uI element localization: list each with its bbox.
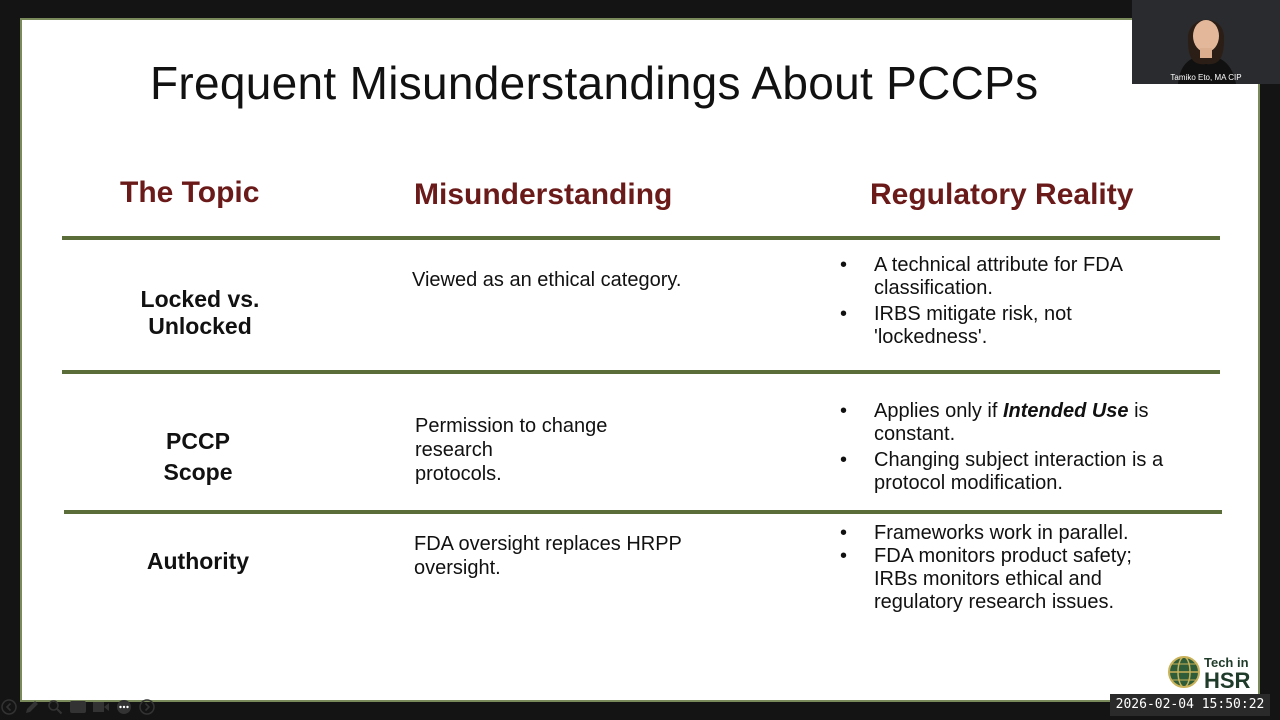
back-icon[interactable] <box>0 698 18 716</box>
row-divider <box>64 510 1222 514</box>
row-divider <box>62 236 1220 240</box>
topic-line: Unlocked <box>148 313 252 339</box>
presenter-name: Tamiko Eto, MA CIP <box>1170 73 1242 82</box>
logo-text: Tech in HSR <box>1204 655 1251 693</box>
reality-item: •A technical attribute for FDA classific… <box>840 254 1122 299</box>
pen-icon[interactable] <box>23 698 41 716</box>
misunderstanding-text: Viewed as an ethical category. <box>412 269 682 291</box>
webcam-thumbnail[interactable]: Tamiko Eto, MA CIP <box>1132 0 1280 84</box>
reality-list: •A technical attribute for FDA classific… <box>840 254 1180 352</box>
bullet-icon: • <box>840 522 848 544</box>
bullet-icon: • <box>840 545 848 567</box>
bullet-icon: • <box>840 449 848 471</box>
more-icon[interactable] <box>115 698 133 716</box>
reality-item: •Applies only if Intended Use is constan… <box>840 400 1149 445</box>
header-misunderstanding: Misunderstanding <box>414 178 673 211</box>
topic-pccp-scope: PCCP Scope <box>122 426 274 488</box>
reality-item: •Changing subject interaction is a proto… <box>840 449 1164 494</box>
bullet-icon: • <box>840 303 848 325</box>
reality-item: •Frameworks work in parallel. <box>840 522 1129 544</box>
header-topic: The Topic <box>120 176 260 209</box>
presenter-avatar <box>1132 0 1280 84</box>
slide-title: Frequent Misunderstandings About PCCPs <box>150 57 1039 109</box>
camera-icon[interactable] <box>92 698 110 716</box>
bullet-icon: • <box>840 254 848 276</box>
header-regulatory-reality: Regulatory Reality <box>870 178 1134 211</box>
forward-icon[interactable] <box>138 698 156 716</box>
misunderstanding-text: Permission to change research protocols. <box>415 415 608 485</box>
slide: Frequent Misunderstandings About PCCPs T… <box>20 18 1260 702</box>
topic-authority: Authority <box>146 548 250 574</box>
topic-line: PCCP <box>166 428 230 454</box>
row-divider <box>62 370 1220 374</box>
reality-item: •FDA monitors product safety; IRBs monit… <box>840 545 1132 613</box>
recording-timestamp: 2026-02-04 15:50:22 <box>1110 694 1270 716</box>
zoom-icon[interactable] <box>46 698 64 716</box>
captions-icon[interactable] <box>69 698 87 716</box>
topic-line: Scope <box>163 459 233 485</box>
topic-locked-unlocked: Locked vs. Unlocked <box>112 286 288 340</box>
reality-item: •IRBS mitigate risk, not 'lockedness'. <box>840 303 1072 348</box>
reality-list: •Applies only if Intended Use is constan… <box>840 400 1210 498</box>
reality-list: •Frameworks work in parallel. •FDA monit… <box>840 522 1180 617</box>
bullet-icon: • <box>840 400 848 422</box>
globe-icon <box>1168 656 1200 688</box>
misunderstanding-text: FDA oversight replaces HRPP oversight. <box>414 533 682 579</box>
presentation-toolbar <box>0 696 161 718</box>
topic-line: Locked vs. <box>140 286 260 312</box>
tech-in-hsr-logo: Tech in HSR <box>1168 654 1260 694</box>
